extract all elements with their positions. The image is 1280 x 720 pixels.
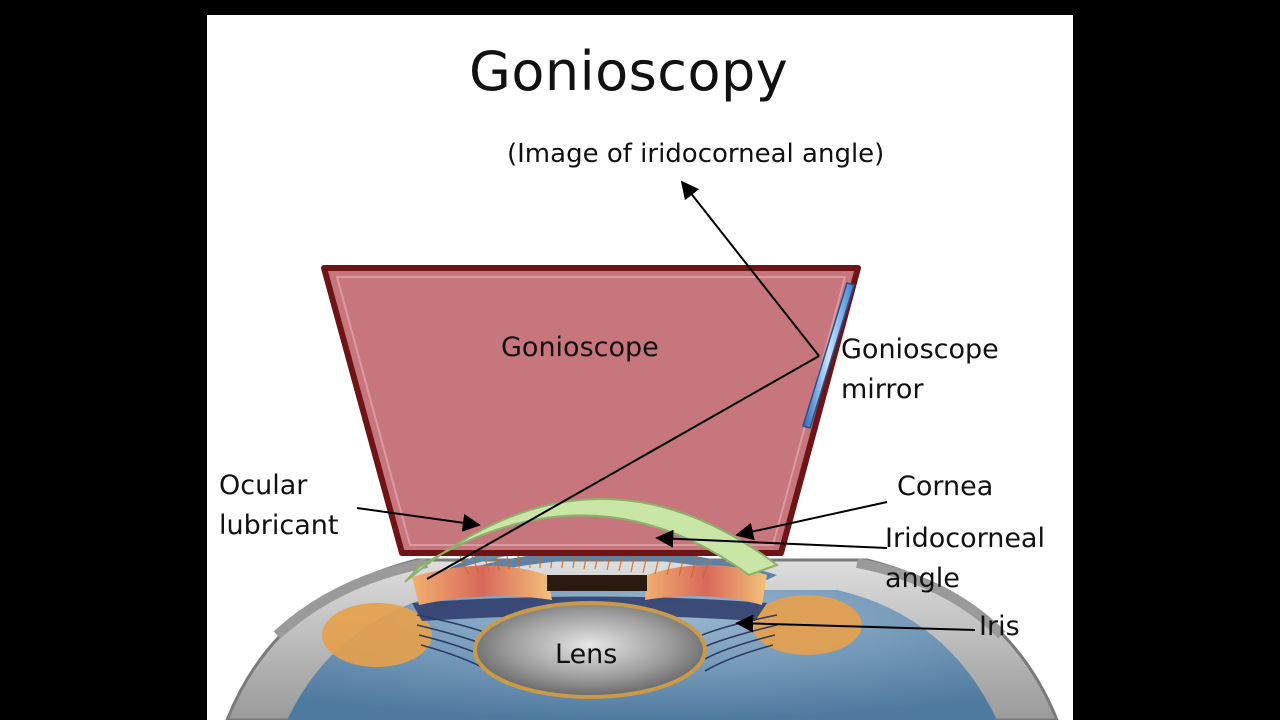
lens: [473, 601, 707, 699]
slide: Gonioscopy (Image of iridocorneal angle)…: [207, 15, 1073, 720]
label-iris: Iris: [979, 611, 1020, 642]
page-title: Gonioscopy: [469, 40, 789, 103]
gonioscope-inner-highlight: [335, 276, 847, 546]
arrow-iridocorneal-angle: [655, 529, 888, 549]
pupil: [547, 575, 647, 591]
label-ocular-lubricant-line2: lubricant: [219, 510, 339, 541]
label-lens: Lens: [555, 639, 618, 670]
sclera-outer-edge-right: [856, 558, 1006, 639]
ciliary-body-left: [322, 603, 432, 667]
label-cornea: Cornea: [897, 471, 994, 502]
gonioscope: [321, 265, 861, 556]
label-ocular-lubricant-line1: Ocular: [219, 470, 308, 501]
light-ray-to-angle: [426, 355, 820, 580]
iris-right: [645, 565, 767, 605]
arrow-iris: [735, 614, 976, 633]
arrow-cornea: [735, 501, 888, 541]
ocular-lubricant: [404, 498, 780, 583]
label-iridocorneal-angle: Iridocorneal angle: [885, 519, 1045, 599]
label-ocular-lubricant: Ocular lubricant: [219, 466, 338, 546]
arrow-ocular-lubricant: [356, 507, 481, 532]
iris-left: [412, 565, 552, 605]
subtitle: (Image of iridocorneal angle): [507, 139, 885, 169]
gonioscopy-diagram: [225, 180, 1059, 720]
label-gonioscope-mirror-line2: mirror: [841, 374, 924, 405]
label-iridocorneal-angle-line1: Iridocorneal: [885, 523, 1045, 554]
label-gonioscope-mirror-line1: Gonioscope: [841, 334, 999, 365]
sclera-outer-edge: [273, 558, 428, 639]
anterior-chamber: [422, 549, 777, 587]
label-iridocorneal-angle-line2: angle: [885, 563, 960, 594]
label-gonioscope: Gonioscope: [501, 332, 659, 363]
gonioscope-mirror: [802, 282, 855, 429]
light-ray-to-viewer: [680, 180, 820, 357]
label-gonioscope-mirror: Gonioscope mirror: [841, 330, 999, 410]
